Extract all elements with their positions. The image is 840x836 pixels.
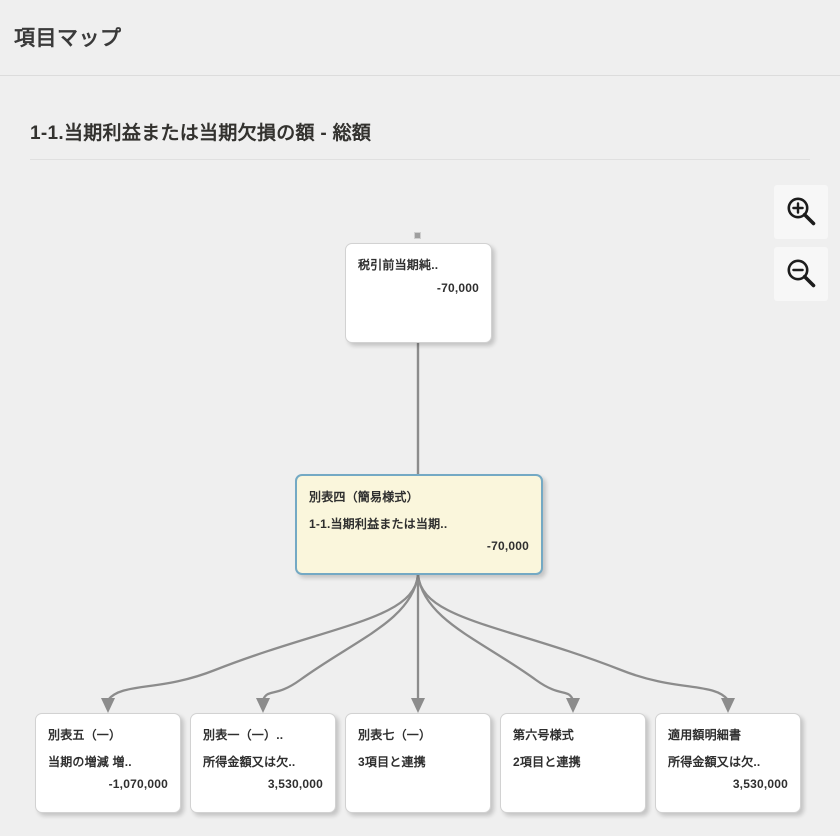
edge-group-children [101, 574, 735, 713]
zoom-in-button[interactable] [774, 185, 828, 239]
zoom-in-icon [784, 194, 818, 231]
zoom-out-button[interactable] [774, 247, 828, 301]
map-node-subtitle: 3項目と連携 [358, 754, 426, 769]
map-node-subtitle: 1-1.当期利益または当期.. [309, 516, 448, 531]
map-node-title: 第六号様式 [513, 728, 575, 742]
map-node-title: 別表五（一） [48, 728, 122, 742]
map-node-subtitle: 2項目と連携 [513, 754, 581, 769]
map-node-child-0[interactable]: 別表五（一） 当期の増減 増.. -1,070,000 [35, 713, 181, 813]
map-node-title: 別表七（一） [358, 728, 432, 742]
map-node-selected[interactable]: 別表四（簡易様式） 1-1.当期利益または当期.. -70,000 [295, 474, 543, 575]
map-node-root[interactable]: 税引前当期純.. -70,000 [345, 243, 492, 343]
zoom-controls [774, 185, 828, 301]
map-node-child-1[interactable]: 別表一（一）.. 所得金額又は欠.. 3,530,000 [190, 713, 336, 813]
map-node-subtitle: 当期の増減 増.. [48, 754, 132, 769]
map-node-child-4[interactable]: 適用額明細書 所得金額又は欠.. 3,530,000 [655, 713, 801, 813]
map-node-subtitle: 所得金額又は欠.. [668, 754, 761, 769]
map-node-child-3[interactable]: 第六号様式 2項目と連携 [500, 713, 646, 813]
section-title: 1-1.当期利益または当期欠損の額 - 総額 [30, 123, 372, 144]
app-header: 項目マップ [0, 0, 840, 76]
root-marker-icon [414, 232, 421, 239]
map-node-title: 税引前当期純.. [358, 258, 439, 272]
map-node-title: 別表一（一）.. [203, 728, 284, 742]
page-title: 項目マップ [14, 27, 122, 50]
zoom-out-icon [784, 256, 818, 293]
map-node-title: 適用額明細書 [668, 728, 742, 742]
map-node-value: -1,070,000 [108, 777, 168, 792]
item-map-canvas[interactable]: 税引前当期純.. -70,000 別表四（簡易様式） 1-1.当期利益または当期… [0, 170, 840, 836]
section-divider [30, 159, 810, 160]
map-node-title: 別表四（簡易様式） [309, 490, 419, 504]
map-node-value: 3,530,000 [267, 777, 323, 792]
map-node-value: 3,530,000 [732, 777, 788, 792]
map-node-value: -70,000 [436, 280, 479, 295]
map-node-subtitle: 所得金額又は欠.. [203, 754, 296, 769]
map-node-child-2[interactable]: 別表七（一） 3項目と連携 [345, 713, 491, 813]
map-node-value: -70,000 [486, 539, 529, 554]
